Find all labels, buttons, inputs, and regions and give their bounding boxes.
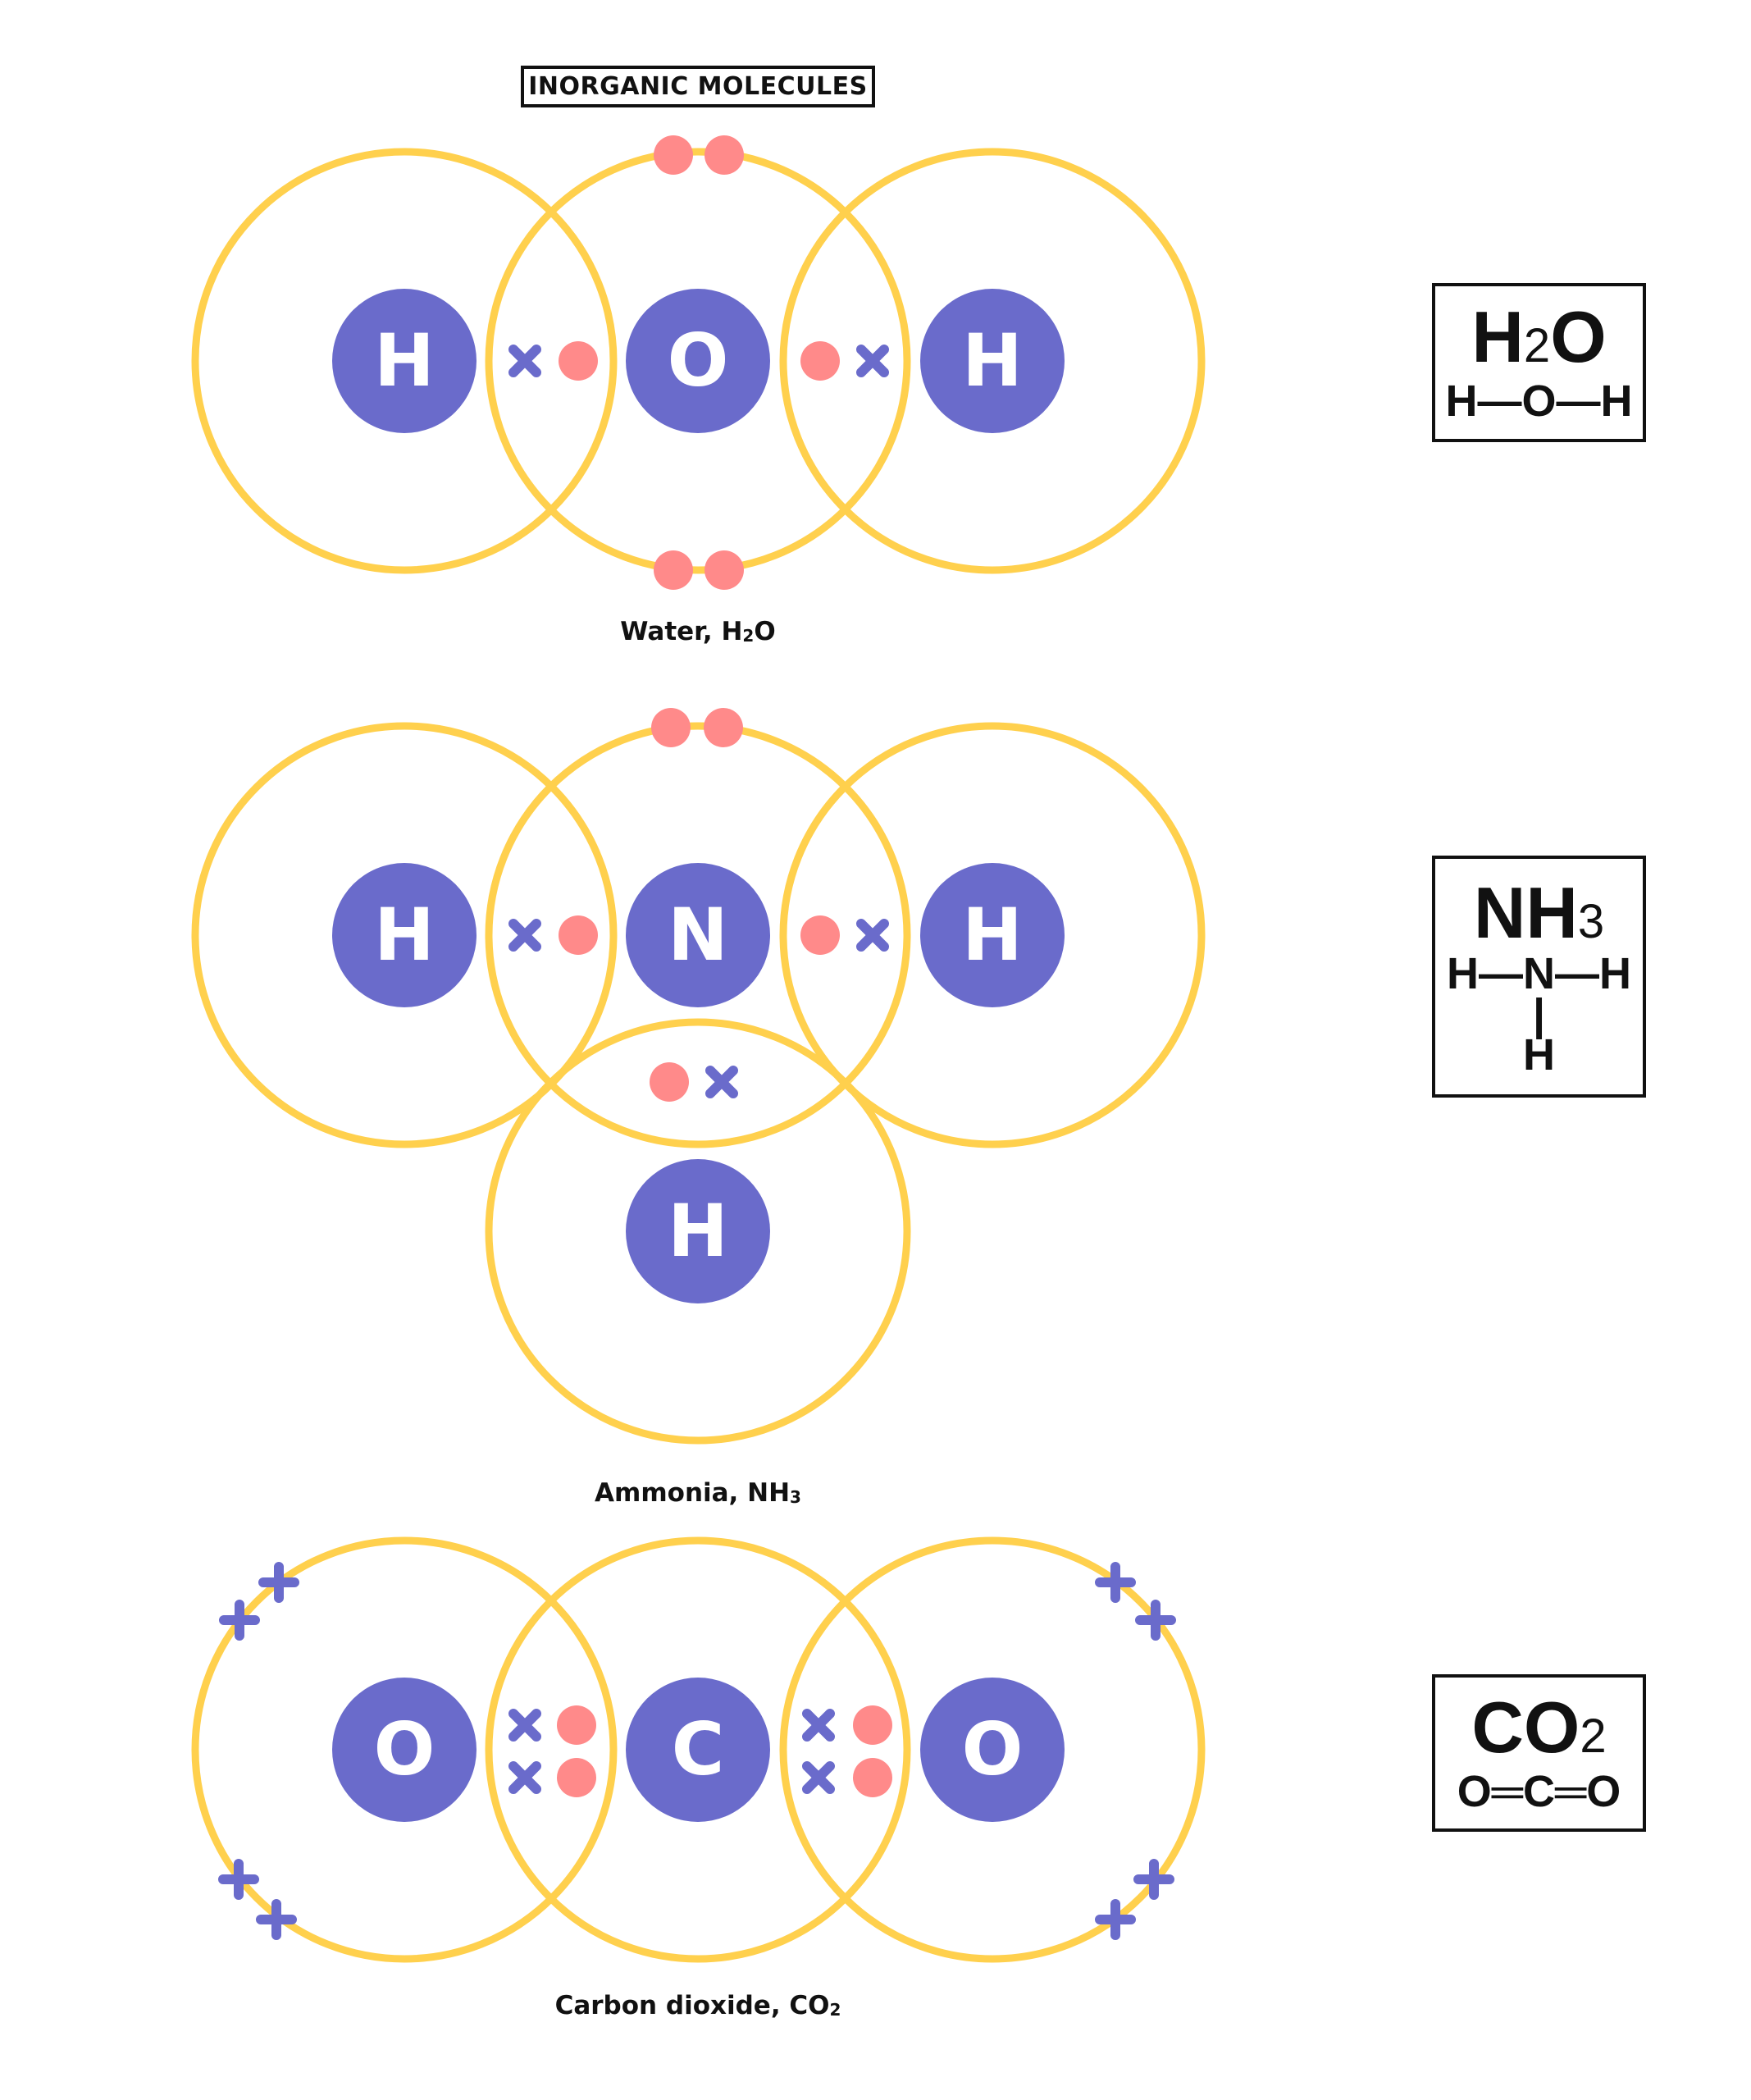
formula-box-ammonia: NH3 H—N—H | H xyxy=(1432,856,1646,1098)
electron-dot xyxy=(800,915,840,955)
molecular-formula: NH3 xyxy=(1474,876,1605,949)
electron-plus xyxy=(1095,1899,1136,1940)
atom-symbol: O xyxy=(374,1707,435,1792)
atom-nucleus xyxy=(626,863,770,1007)
electron-shell xyxy=(191,722,618,1148)
electron-dot xyxy=(704,708,743,747)
formula-tail: O xyxy=(1550,295,1607,377)
formula-box-carbon-dioxide: CO2 O═C═O xyxy=(1432,1674,1646,1832)
formula-text: NH xyxy=(1473,871,1578,953)
molecular-formula: CO2 xyxy=(1471,1691,1606,1764)
structural-formula: H—O—H xyxy=(1445,376,1633,426)
electron-shell xyxy=(485,1536,911,1963)
electron-plus xyxy=(1095,1562,1136,1603)
electron-cross xyxy=(508,1761,541,1794)
electron-shell xyxy=(485,1018,911,1445)
electron-cross xyxy=(802,1709,835,1742)
atom-symbol: H xyxy=(668,1189,728,1273)
electron-plus xyxy=(1133,1859,1174,1900)
electron-plus xyxy=(1135,1600,1176,1641)
formula-subscript: 2 xyxy=(1580,1709,1607,1763)
caption-subscript: 2 xyxy=(742,626,755,646)
electron-dot xyxy=(654,135,693,175)
atom-symbol: H xyxy=(962,892,1023,977)
electron-plus xyxy=(219,1600,260,1641)
atom-nucleus xyxy=(920,1678,1065,1822)
atom-nucleus xyxy=(626,1159,770,1303)
electron-dot xyxy=(853,1758,892,1797)
caption-text: Water, H xyxy=(620,617,743,646)
electron-cross xyxy=(856,345,889,377)
electron-dot xyxy=(559,915,598,955)
electron-dot xyxy=(800,341,840,381)
molecular-formula: H2O xyxy=(1471,300,1606,373)
electron-plus xyxy=(218,1859,259,1900)
atom-symbol: C xyxy=(672,1707,725,1792)
electron-cross xyxy=(705,1066,738,1098)
electron-shell xyxy=(779,148,1206,574)
formula-box-water: H2O H—O—H xyxy=(1432,283,1646,442)
caption-text: Carbon dioxide, CO xyxy=(554,1991,830,2020)
caption-water: Water, H2O xyxy=(620,617,775,646)
structural-formula: H—N—H | H xyxy=(1447,948,1631,1080)
electron-shell xyxy=(779,722,1206,1148)
atom-nucleus xyxy=(332,1678,477,1822)
formula-subscript: 2 xyxy=(1523,318,1551,372)
electron-dot xyxy=(654,550,693,590)
caption-text: Ammonia, NH xyxy=(595,1478,791,1508)
atom-nucleus xyxy=(332,863,477,1007)
electron-shell xyxy=(191,1536,618,1963)
electron-dot xyxy=(559,341,598,381)
electron-dot xyxy=(705,550,744,590)
caption-subscript: 2 xyxy=(829,2000,841,2020)
electron-shell xyxy=(485,722,911,1148)
formula-subscript: 3 xyxy=(1577,894,1605,948)
electron-shell xyxy=(485,148,911,574)
electron-dot xyxy=(650,1062,689,1102)
electron-dot xyxy=(557,1758,596,1797)
electron-shell xyxy=(191,148,618,574)
diagram-title: INORGANIC MOLECULES xyxy=(521,66,875,107)
electron-plus xyxy=(258,1562,299,1603)
atom-symbol: H xyxy=(962,318,1023,403)
structural-formula: O═C═O xyxy=(1457,1766,1621,1816)
electron-dot xyxy=(853,1705,892,1745)
atom-nucleus xyxy=(626,289,770,433)
electron-dot xyxy=(557,1705,596,1745)
electron-cross xyxy=(802,1761,835,1794)
electron-cross xyxy=(508,1709,541,1742)
caption-tail: O xyxy=(754,617,776,646)
caption-carbon-dioxide: Carbon dioxide, CO2 xyxy=(555,1991,841,2020)
electron-dot xyxy=(705,135,744,175)
caption-ammonia: Ammonia, NH3 xyxy=(595,1478,801,1508)
atom-nucleus xyxy=(920,863,1065,1007)
caption-subscript: 3 xyxy=(790,1487,801,1507)
electron-cross xyxy=(856,919,889,952)
electron-dot xyxy=(651,708,691,747)
atom-symbol: N xyxy=(668,892,728,977)
electron-shell xyxy=(779,1536,1206,1963)
atom-nucleus xyxy=(920,289,1065,433)
atom-symbol: H xyxy=(374,892,435,977)
atom-symbol: O xyxy=(668,318,729,403)
atom-symbol: O xyxy=(962,1707,1024,1792)
atom-symbol: H xyxy=(374,318,435,403)
atom-nucleus xyxy=(626,1678,770,1822)
atom-nucleus xyxy=(332,289,477,433)
formula-text: H xyxy=(1471,295,1524,377)
electron-cross xyxy=(508,345,541,377)
electron-plus xyxy=(256,1899,297,1940)
formula-text: CO xyxy=(1471,1686,1580,1768)
electron-cross xyxy=(508,919,541,952)
